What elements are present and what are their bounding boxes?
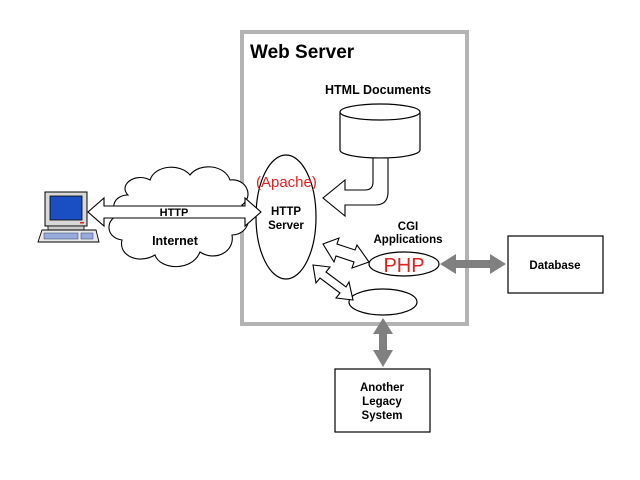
html-documents-label: HTML Documents	[325, 83, 431, 97]
database-label: Database	[529, 260, 580, 272]
http-arrow	[87, 196, 262, 228]
php-node	[368, 251, 440, 277]
http-server-label-line2: Server	[268, 220, 304, 232]
web-server-title: Web Server	[250, 42, 355, 63]
legacy-system-box	[334, 368, 431, 433]
database-box	[507, 235, 604, 294]
cgi-app-node	[348, 288, 418, 316]
cgi-legacy-arrow	[373, 318, 393, 367]
docs-to-server-arrow	[322, 157, 389, 218]
database-cylinder-icon	[339, 103, 421, 159]
legacy-label-line1: Another	[360, 382, 405, 394]
computer-icon	[37, 191, 100, 243]
http-arrow-label: HTTP	[160, 207, 189, 219]
cgi-label-line2: Applications	[373, 234, 442, 246]
cgi-label-line1: CGI	[398, 221, 418, 233]
http-server-label-line1: HTTP	[271, 206, 301, 218]
internet-label: Internet	[152, 234, 199, 248]
server-cgi-arrow	[312, 264, 354, 301]
php-database-arrow	[440, 254, 506, 274]
web-server-frame	[240, 30, 469, 326]
legacy-label-line2: Legacy	[362, 396, 402, 408]
apache-label: (Apache)	[256, 174, 317, 191]
legacy-label-line3: System	[362, 410, 403, 422]
server-php-arrow	[322, 237, 370, 269]
php-label: PHP	[383, 255, 424, 277]
